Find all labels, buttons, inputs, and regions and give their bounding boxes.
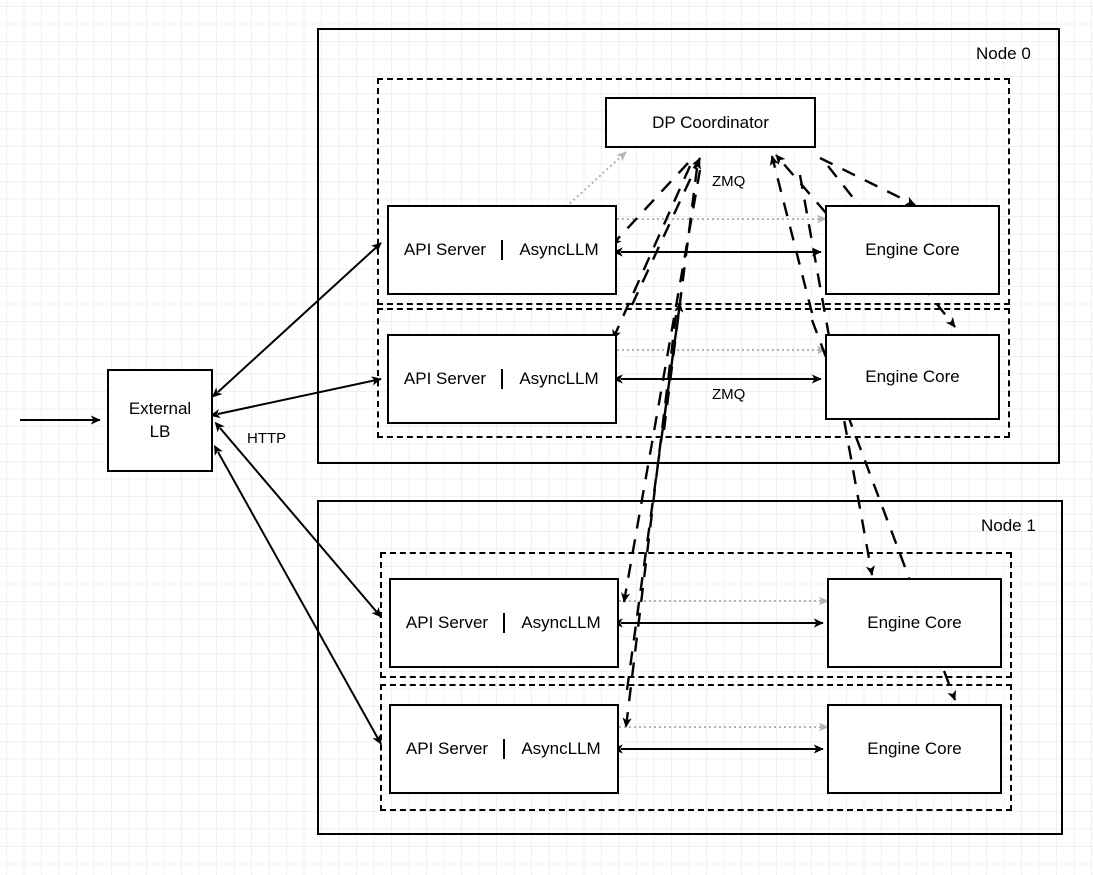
- node-1-rank-1-api-server-label: API Server: [391, 739, 505, 759]
- node-0-rank-0-asyncllm-label: AsyncLLM: [519, 240, 599, 259]
- node-0-rank-0-engine-core-box[interactable]: Engine Core: [825, 205, 1000, 295]
- http-edge-label: HTTP: [247, 430, 287, 447]
- node-1-rank-0-api-server-box[interactable]: API Server AsyncLLM: [389, 578, 619, 668]
- node-0-rank-0-engine-core-label: Engine Core: [865, 240, 960, 259]
- node-0-rank-0-api-server-label: API Server: [389, 240, 503, 260]
- node-0-label: Node 0: [976, 44, 1031, 63]
- node-1-rank-0-asyncllm-label: AsyncLLM: [521, 613, 601, 632]
- node-1-rank-1-engine-core-label: Engine Core: [867, 739, 962, 758]
- node-1-rank-1-api-server-box[interactable]: API Server AsyncLLM: [389, 704, 619, 794]
- node-0-rank-1-engine-core-label: Engine Core: [865, 367, 960, 386]
- node-0-dp-group-0: [377, 78, 1010, 305]
- node-0-rank-1-api-server-label: API Server: [389, 369, 503, 389]
- dp-coordinator-label: DP Coordinator: [652, 112, 769, 132]
- node-0-dp-group-1: [377, 308, 1010, 438]
- node-0-rank-1-api-server-box[interactable]: API Server AsyncLLM: [387, 334, 617, 424]
- external-lb-label-line2: LB: [149, 421, 171, 441]
- node-1-rank-1-asyncllm-label: AsyncLLM: [521, 739, 601, 758]
- node-0-rank-0-api-server-box[interactable]: API Server AsyncLLM: [387, 205, 617, 295]
- node-1-container: [317, 500, 1063, 835]
- node-1-rank-0-api-server-label: API Server: [391, 613, 505, 633]
- zmq-label-top: ZMQ: [712, 173, 746, 190]
- node-1-rank-1-engine-core-box[interactable]: Engine Core: [827, 704, 1002, 794]
- dp-coordinator-box[interactable]: DP Coordinator: [605, 97, 816, 148]
- zmq-label-bottom: ZMQ: [712, 386, 746, 403]
- node-1-rank-0-engine-core-box[interactable]: Engine Core: [827, 578, 1002, 668]
- node-0-rank-1-asyncllm-label: AsyncLLM: [519, 369, 599, 388]
- node-0-rank-1-engine-core-box[interactable]: Engine Core: [825, 334, 1000, 420]
- node-1-dp-group-0: [380, 552, 1012, 678]
- external-lb-label-line1: External: [128, 398, 192, 418]
- external-lb-box[interactable]: External LB: [107, 369, 213, 472]
- node-1-dp-group-1: [380, 684, 1012, 811]
- node-1-label: Node 1: [981, 516, 1036, 535]
- node-1-rank-0-engine-core-label: Engine Core: [867, 613, 962, 632]
- node-0-container: [317, 28, 1060, 464]
